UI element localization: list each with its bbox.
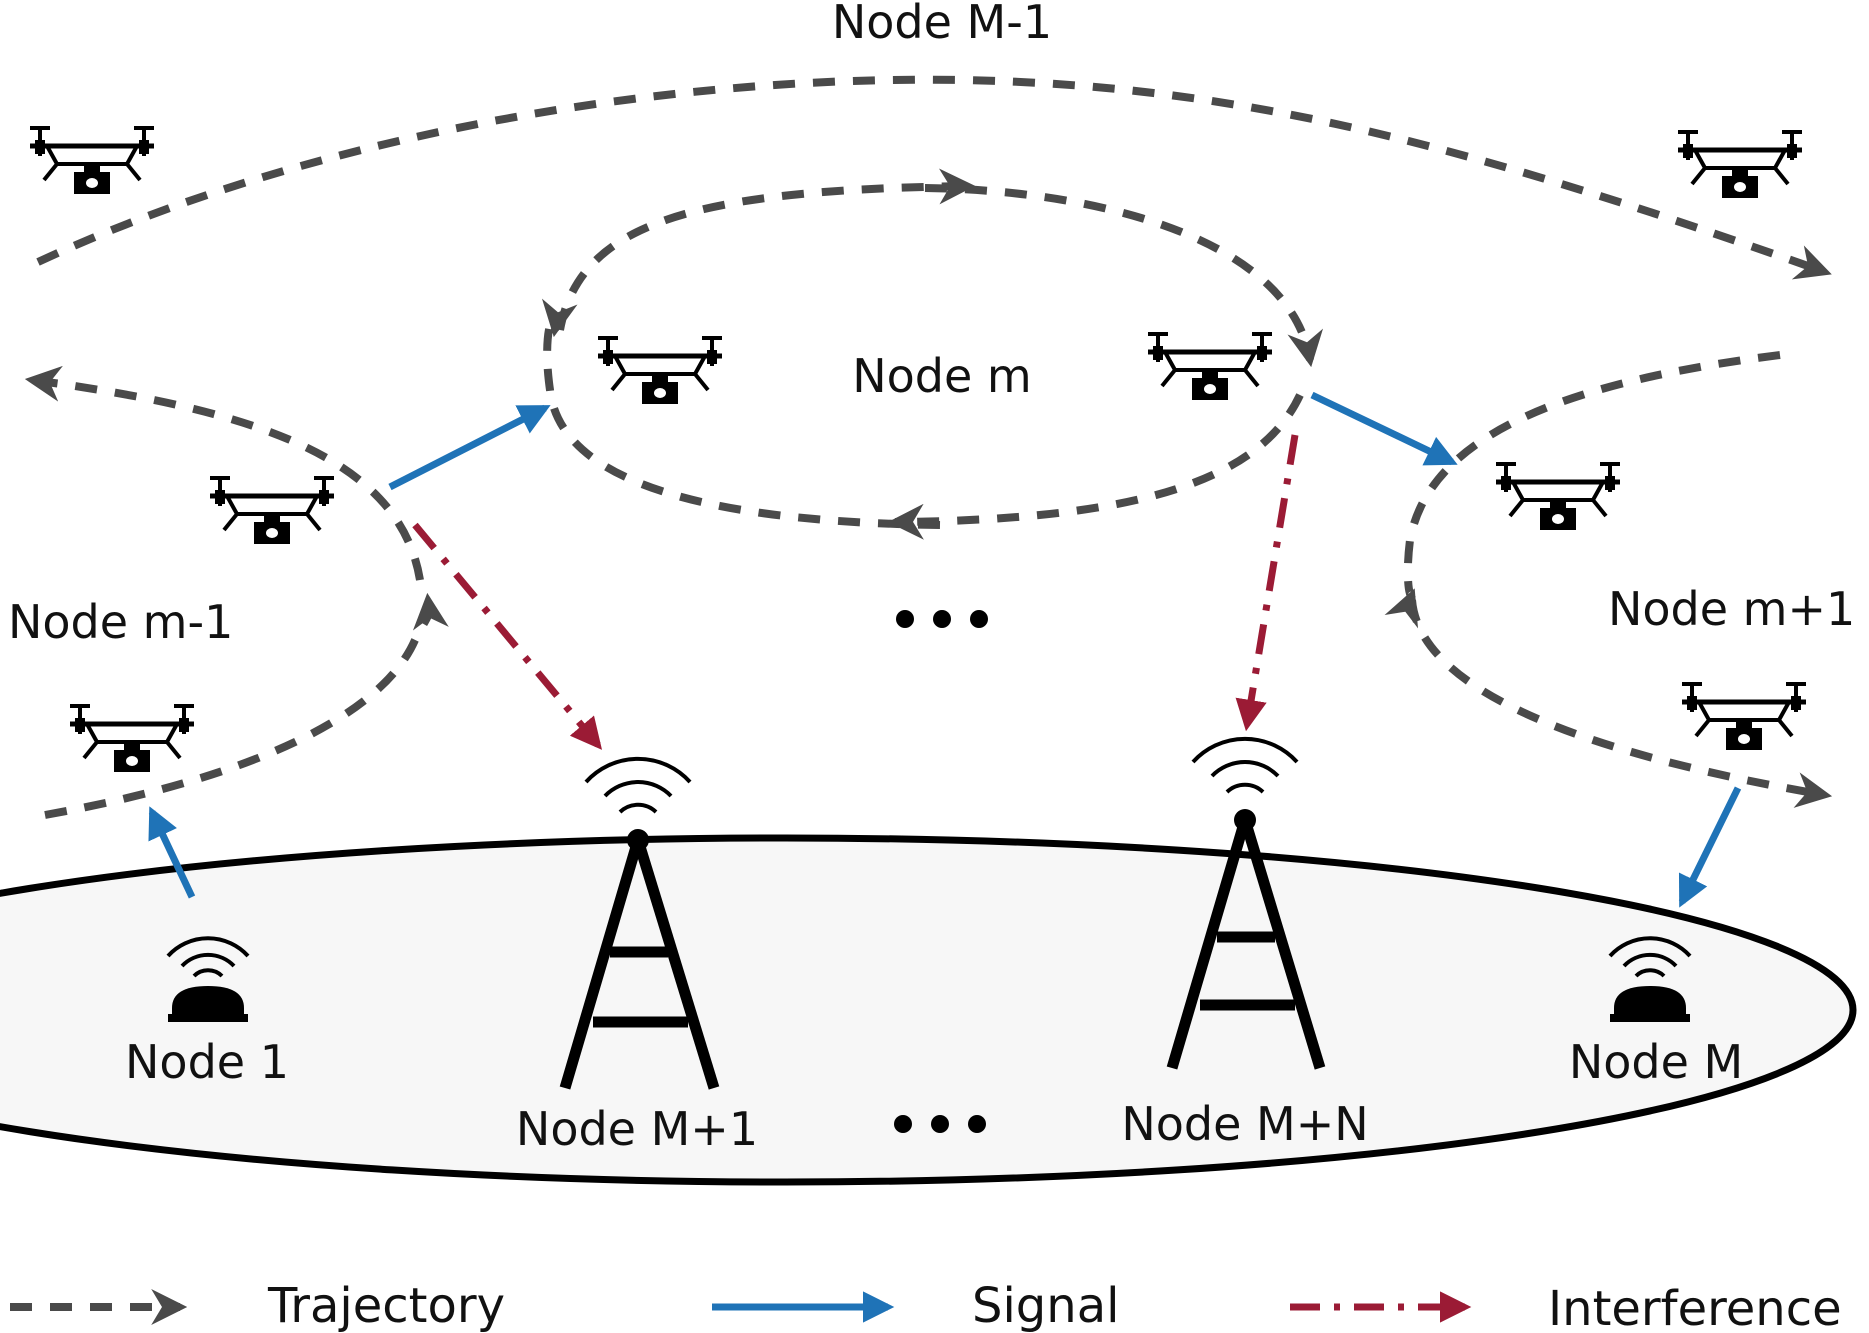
legend-interference-label: Interference: [1548, 1281, 1842, 1333]
interference-to-M-plus-N: [1235, 434, 1299, 732]
interference-to-M-plus-1: [412, 522, 603, 750]
label-node-m-minus-1: Node m-1: [8, 595, 233, 649]
ellipsis-upper: [896, 610, 988, 628]
label-node-M: Node M: [1569, 1035, 1743, 1089]
tower-icon: [1166, 736, 1326, 1070]
label-node-1: Node 1: [125, 1035, 289, 1089]
drone-camera-icon: [30, 128, 154, 194]
drone-camera-icon: [1678, 132, 1802, 198]
trajectory-top: [36, 75, 1832, 280]
legend-signal-label: Signal: [972, 1278, 1119, 1333]
trajectory-right: [1384, 351, 1781, 629]
trajectory-center-loop: [924, 184, 1323, 368]
drone-camera-icon: [598, 338, 722, 404]
trajectory-left: [44, 592, 449, 819]
label-node-M-minus-1: Node M-1: [832, 0, 1052, 49]
signal-node1-uplink: [148, 806, 196, 899]
ground-area: [0, 834, 1857, 1186]
trajectory-center-loop-right: [887, 393, 1304, 540]
drone-camera-icon: [1148, 334, 1272, 400]
signal-m-minus-1-to-m: [388, 404, 551, 491]
label-node-M-plus-N: Node M+N: [1121, 1097, 1368, 1151]
ellipsis-lower: [894, 1115, 986, 1133]
drone-camera-icon: [1496, 464, 1620, 530]
trajectory-center-loop-left: [556, 168, 976, 331]
label-node-M-plus-1: Node M+1: [516, 1102, 758, 1156]
tower-icon: [559, 756, 720, 1090]
signal-m-to-m-plus-1: [1310, 391, 1458, 466]
drone-camera-icon: [70, 706, 194, 772]
legend: Trajectory Signal Interference: [10, 1278, 1842, 1333]
trajectory-right-lower: [1408, 599, 1833, 808]
trajectory-left-upper: [24, 365, 424, 581]
label-node-m-plus-1: Node m+1: [1608, 582, 1855, 636]
legend-trajectory-label: Trajectory: [267, 1278, 505, 1333]
signal-nodeM-downlink: [1678, 786, 1742, 908]
drone-camera-icon: [1682, 684, 1806, 750]
drone-camera-icon: [210, 478, 334, 544]
label-node-m: Node m: [852, 349, 1032, 403]
